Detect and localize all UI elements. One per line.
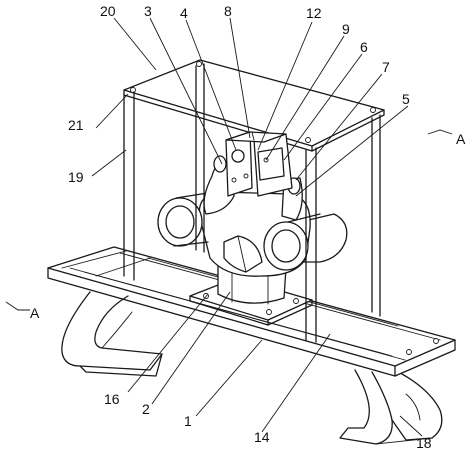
- callout-8: 8: [224, 3, 232, 19]
- callout-3: 3: [144, 3, 152, 19]
- callout-14: 14: [254, 429, 270, 445]
- callout-6: 6: [360, 39, 368, 55]
- callout-20: 20: [100, 3, 116, 19]
- section-marker-left: A: [30, 305, 40, 321]
- top-plate: [123, 59, 385, 152]
- callout-labels: 20 3 4 8 12 9 6 7 5 21 19 16 2 1 14 18: [68, 3, 432, 451]
- section-markers: A A: [30, 131, 466, 321]
- callout-2: 2: [142, 401, 150, 417]
- callout-1: 1: [184, 413, 192, 429]
- callout-5: 5: [402, 91, 410, 107]
- section-marker-right: A: [456, 131, 466, 147]
- left-foot: [61, 291, 163, 377]
- callout-16: 16: [104, 391, 120, 407]
- right-foot: [339, 369, 443, 445]
- callout-21: 21: [68, 117, 84, 133]
- camera-brackets: [203, 131, 303, 221]
- callout-12: 12: [306, 5, 322, 21]
- callout-9: 9: [342, 21, 350, 37]
- callout-18: 18: [416, 435, 432, 451]
- support-columns: [123, 63, 381, 343]
- callout-19: 19: [68, 169, 84, 185]
- leader-lines: [5, 17, 453, 437]
- callout-4: 4: [180, 5, 188, 21]
- gimbal-head: [157, 191, 348, 277]
- callout-7: 7: [382, 59, 390, 75]
